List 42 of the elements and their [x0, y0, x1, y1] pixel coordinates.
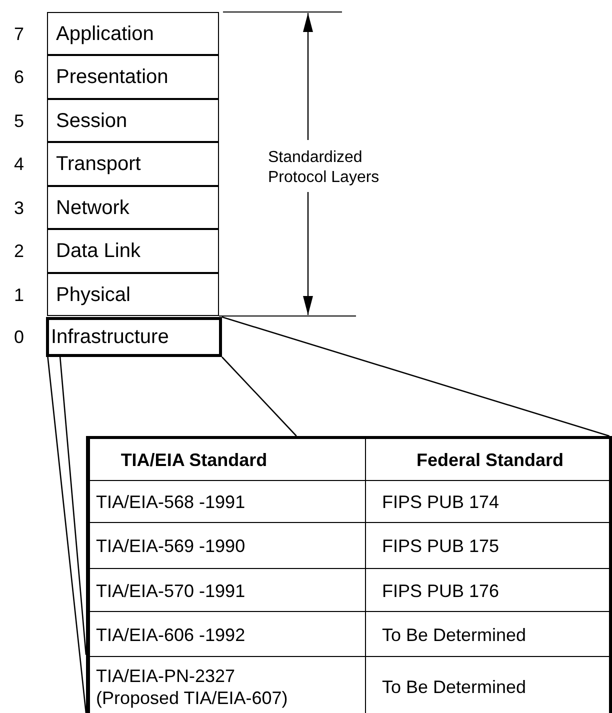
layer-number: 2 [14, 240, 24, 262]
table-cell-text: FIPS PUB 174 [381, 491, 500, 514]
layer-box [47, 99, 219, 142]
column-header: Federal Standard [415, 449, 565, 472]
layer-name: Data Link [56, 239, 140, 263]
layer-name: Session [56, 108, 128, 132]
table-cell-text: FIPS PUB 175 [381, 535, 500, 558]
standards-table [86, 436, 612, 713]
table-cell-text: FIPS PUB 176 [381, 580, 500, 602]
table-cell-text: TIA/EIA-569 -1990 [95, 535, 246, 558]
layer-box [47, 273, 219, 316]
layer-name: Infrastructure [51, 325, 169, 349]
magnify-line [47, 356, 87, 713]
layer-name: Presentation [56, 65, 168, 89]
table-cell-text: TIA/EIA-570 -1991 [95, 580, 246, 602]
layer-name: Transport [56, 152, 141, 176]
column-header: TIA/EIA Standard [120, 449, 268, 472]
layer-box [47, 142, 219, 186]
layer-box [47, 186, 219, 229]
layer-box [46, 317, 222, 357]
table-cell-text: To Be Determined [381, 676, 528, 698]
layer-number: 7 [14, 22, 24, 44]
table-cell-text: TIA/EIA-606 -1992 [95, 624, 246, 646]
magnify-line [222, 356, 297, 436]
magnify-line [222, 316, 610, 437]
magnify-line [59, 356, 87, 655]
table-cell-text: TIA/EIA-568 -1991 [95, 491, 246, 514]
layer-box [47, 12, 219, 55]
layer-box [47, 229, 219, 273]
layer-name: Physical [56, 282, 130, 306]
table-cell-text: TIA/EIA-PN-2327 (Proposed TIA/EIA-607) [95, 664, 289, 710]
layer-number: 0 [14, 326, 24, 348]
table-cell-text: To Be Determined [381, 624, 528, 646]
dimension-label: Standardized Protocol Layers [268, 148, 380, 188]
layer-number: 4 [14, 153, 24, 175]
layer-number: 6 [14, 66, 24, 88]
layer-number: 5 [14, 110, 24, 132]
layer-name: Network [56, 196, 130, 220]
layer-box [47, 55, 219, 99]
layer-name: Application [56, 22, 154, 46]
layer-number: 1 [14, 284, 24, 306]
layer-number: 3 [14, 196, 24, 218]
